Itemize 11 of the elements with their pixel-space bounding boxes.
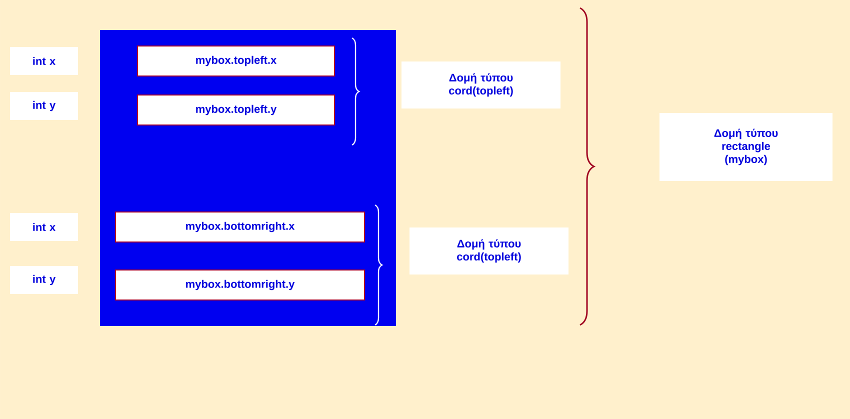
field-box: mybox.bottomright.x [115, 212, 365, 242]
label-box: Δομή τύπου rectangle (mybox) [660, 113, 832, 181]
label-box: Δομή τύπου cord(topleft) [410, 228, 568, 274]
label-box: int y [10, 266, 78, 294]
field-box: mybox.topleft.y [137, 94, 335, 126]
field-box: mybox.bottomright.y [115, 270, 365, 300]
field-box: mybox.topleft.x [137, 46, 335, 76]
label-box: int y [10, 92, 78, 120]
label-box: int x [10, 213, 78, 241]
label-box: int x [10, 47, 78, 75]
label-box: Δομή τύπου cord(topleft) [402, 62, 560, 108]
